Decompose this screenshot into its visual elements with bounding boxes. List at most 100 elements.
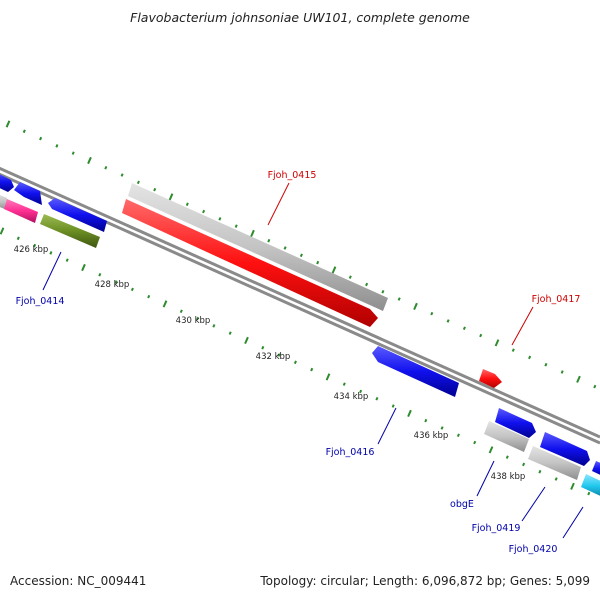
inner-tick-mark <box>391 404 395 408</box>
feature-blue-right-edge[interactable] <box>592 461 600 477</box>
inner-tick-mark <box>440 426 444 430</box>
inner-tick-mark <box>522 462 526 467</box>
outer-tick-mark <box>365 282 369 287</box>
outer-tick-mark <box>446 319 450 323</box>
feature-gray-fjoh0419[interactable] <box>528 446 581 480</box>
feature-olive-fjoh0414[interactable] <box>40 214 100 248</box>
gene-label-fjoh0416[interactable]: Fjoh_0416 <box>326 447 375 458</box>
outer-tick-mark <box>283 246 287 250</box>
inner-tick-mark <box>538 469 542 474</box>
gene-label-fjoh0417[interactable]: Fjoh_0417 <box>532 294 581 305</box>
accession-text: Accession: NC_009441 <box>10 574 146 588</box>
feature-track <box>0 172 600 498</box>
feature-pink[interactable] <box>4 199 38 223</box>
scale-label-436: 436 kbp <box>414 431 449 441</box>
gene-label-fjoh0420[interactable]: Fjoh_0420 <box>509 544 558 555</box>
inner-tick-mark <box>162 300 168 308</box>
outer-tick-mark <box>381 289 385 294</box>
inner-tick-mark <box>130 287 134 292</box>
inner-tick-mark <box>114 280 118 284</box>
outer-tick-mark <box>430 311 434 316</box>
inner-tick-mark <box>375 396 379 401</box>
outer-tick-mark <box>267 238 271 243</box>
inner-tick-mark <box>473 440 477 445</box>
inner-tick-mark <box>488 446 494 454</box>
outer-tick-mark <box>413 302 418 311</box>
outer-tick-mark <box>576 375 581 383</box>
gene-label-fjoh0415[interactable]: Fjoh_0415 <box>268 170 317 181</box>
inner-tick-mark <box>244 336 249 345</box>
inner-tick-mark <box>342 382 346 386</box>
inner-tick-mark <box>310 367 314 372</box>
inner-tick-mark <box>456 433 460 438</box>
outer-tick-mark <box>136 180 140 185</box>
inner-tick-mark <box>179 309 183 314</box>
outer-tick-mark <box>234 224 238 228</box>
outer-tick-mark <box>55 144 59 148</box>
inner-tick-mark <box>359 389 363 394</box>
feature-gray-obge[interactable] <box>484 421 529 452</box>
scale-label-428: 428 kbp <box>95 280 130 290</box>
gene-labels: Fjoh_0414 Fjoh_0415 Fjoh_0416 Fjoh_0417 … <box>16 170 581 555</box>
outer-tick-mark <box>71 151 75 155</box>
outer-tick-mark <box>185 202 189 207</box>
scale-label-438: 438 kbp <box>491 472 526 482</box>
scale-label-434: 434 kbp <box>334 392 369 402</box>
feature-gray-fjoh0415[interactable] <box>128 183 388 311</box>
outer-tick-mark <box>462 326 466 331</box>
outer-tick-mark <box>168 193 174 201</box>
outer-tick-mark <box>22 129 26 134</box>
inner-tick-mark <box>277 353 281 357</box>
gene-label-obge[interactable]: obgE <box>450 499 474 510</box>
gene-label-fjoh0414[interactable]: Fjoh_0414 <box>16 296 65 307</box>
outer-tick-mark <box>494 339 500 347</box>
feature-blue-left-a[interactable] <box>0 172 14 192</box>
inner-tick-mark <box>587 491 591 496</box>
inner-tick-mark <box>65 258 69 262</box>
inner-tick-mark <box>293 360 297 365</box>
outer-tick-track <box>5 120 597 389</box>
genome-summary-text: Topology: circular; Length: 6,096,872 bp… <box>259 574 590 588</box>
outer-tick-mark <box>528 355 532 360</box>
inner-tick-mark <box>33 243 37 248</box>
inner-tick-mark <box>16 236 20 241</box>
outer-tick-mark <box>331 266 337 274</box>
outer-tick-mark <box>348 275 352 279</box>
outer-tick-mark <box>299 253 303 258</box>
feature-blue-fjoh0416[interactable] <box>372 346 459 397</box>
outer-tick-mark <box>316 260 320 265</box>
inner-tick-mark <box>261 345 265 350</box>
outer-tick-mark <box>397 297 401 301</box>
inner-tick-mark <box>505 455 509 459</box>
inner-tick-track <box>0 227 591 496</box>
outer-tick-mark <box>479 333 483 338</box>
inner-tick-mark <box>147 294 151 299</box>
inner-tick-mark <box>570 482 575 490</box>
inner-tick-mark <box>228 331 232 335</box>
scale-label-430: 430 kbp <box>176 316 211 326</box>
feature-red-fjoh0417[interactable] <box>479 369 502 388</box>
outer-tick-mark <box>511 348 515 352</box>
feature-blue-left-b[interactable] <box>14 182 42 205</box>
outer-tick-mark <box>202 209 206 214</box>
feature-blue-right-a[interactable] <box>495 408 536 438</box>
inner-tick-mark <box>0 227 5 235</box>
scale-label-432: 432 kbp <box>256 352 291 362</box>
inner-tick-mark <box>407 409 412 418</box>
feature-cyan-fjoh0420[interactable] <box>581 474 600 498</box>
inner-tick-mark <box>98 272 102 277</box>
outer-tick-mark <box>120 173 124 177</box>
genome-backbone <box>0 166 600 445</box>
gene-label-fjoh0419[interactable]: Fjoh_0419 <box>472 523 521 534</box>
outer-tick-mark <box>593 384 597 389</box>
feature-blue-right-b[interactable] <box>540 432 590 466</box>
inner-tick-mark <box>554 477 558 481</box>
feature-blue-fjoh0414-region[interactable] <box>48 198 107 232</box>
inner-tick-mark <box>196 316 200 321</box>
scale-label-426: 426 kbp <box>14 245 49 255</box>
outer-tick-mark <box>153 187 157 192</box>
feature-red-fjoh0415[interactable] <box>122 199 378 327</box>
map-title: Flavobacterium johnsoniae UW101, complet… <box>130 10 470 25</box>
inner-tick-mark <box>424 418 428 423</box>
